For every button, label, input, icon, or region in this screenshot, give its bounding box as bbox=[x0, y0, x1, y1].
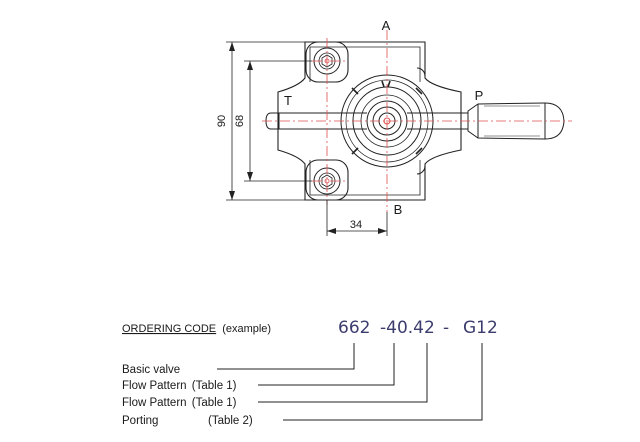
ordering-code-section: ORDERING CODE (example) 662 -40.42 - G12… bbox=[122, 318, 498, 427]
dimension-lines bbox=[226, 41, 388, 236]
port-label-b: B bbox=[394, 202, 403, 217]
ordering-heading-note: (example) bbox=[222, 323, 271, 335]
svg-text:Flow Pattern (Table 1): Flow Pattern (Table 1) bbox=[122, 397, 237, 409]
leader-porting bbox=[283, 343, 483, 421]
ordering-heading: ORDERING CODE bbox=[122, 323, 216, 335]
ordering-leader-lines bbox=[217, 343, 483, 421]
dimension-68: 68 bbox=[234, 115, 246, 127]
dimension-90: 90 bbox=[216, 115, 228, 127]
port-label-p: P bbox=[475, 88, 484, 103]
ordering-row-2-note: (Table 1) bbox=[192, 380, 237, 392]
centerlines bbox=[262, 30, 572, 212]
dimension-34: 34 bbox=[350, 219, 362, 231]
code-part-porting: G12 bbox=[463, 318, 498, 338]
ordering-row-3-label: Flow Pattern bbox=[122, 397, 187, 409]
leader-flow-pattern-1 bbox=[258, 343, 395, 386]
svg-text:Flow Pattern (Table 1): Flow Pattern (Table 1) bbox=[122, 380, 237, 392]
ordering-row-1-label: Basic valve bbox=[122, 364, 180, 376]
ordering-row-4-label: Porting bbox=[122, 415, 158, 427]
code-part-dash: - bbox=[443, 318, 449, 338]
port-label-t: T bbox=[284, 93, 292, 108]
ordering-row-4-note: (Table 2) bbox=[208, 415, 253, 427]
detent-marks bbox=[351, 80, 423, 155]
hex-socket-icon bbox=[321, 54, 333, 68]
code-part-flow: -40.42 bbox=[380, 318, 435, 338]
ordering-row-3-note: (Table 1) bbox=[192, 397, 237, 409]
leader-flow-pattern-2 bbox=[258, 343, 428, 403]
svg-text:ORDERING CODE (example): ORDERING CODE (example) bbox=[122, 323, 271, 335]
code-part-series: 662 bbox=[338, 318, 370, 338]
ordering-row-2-label: Flow Pattern bbox=[122, 380, 187, 392]
leader-basic-valve bbox=[217, 343, 355, 370]
port-label-a: A bbox=[382, 18, 391, 33]
